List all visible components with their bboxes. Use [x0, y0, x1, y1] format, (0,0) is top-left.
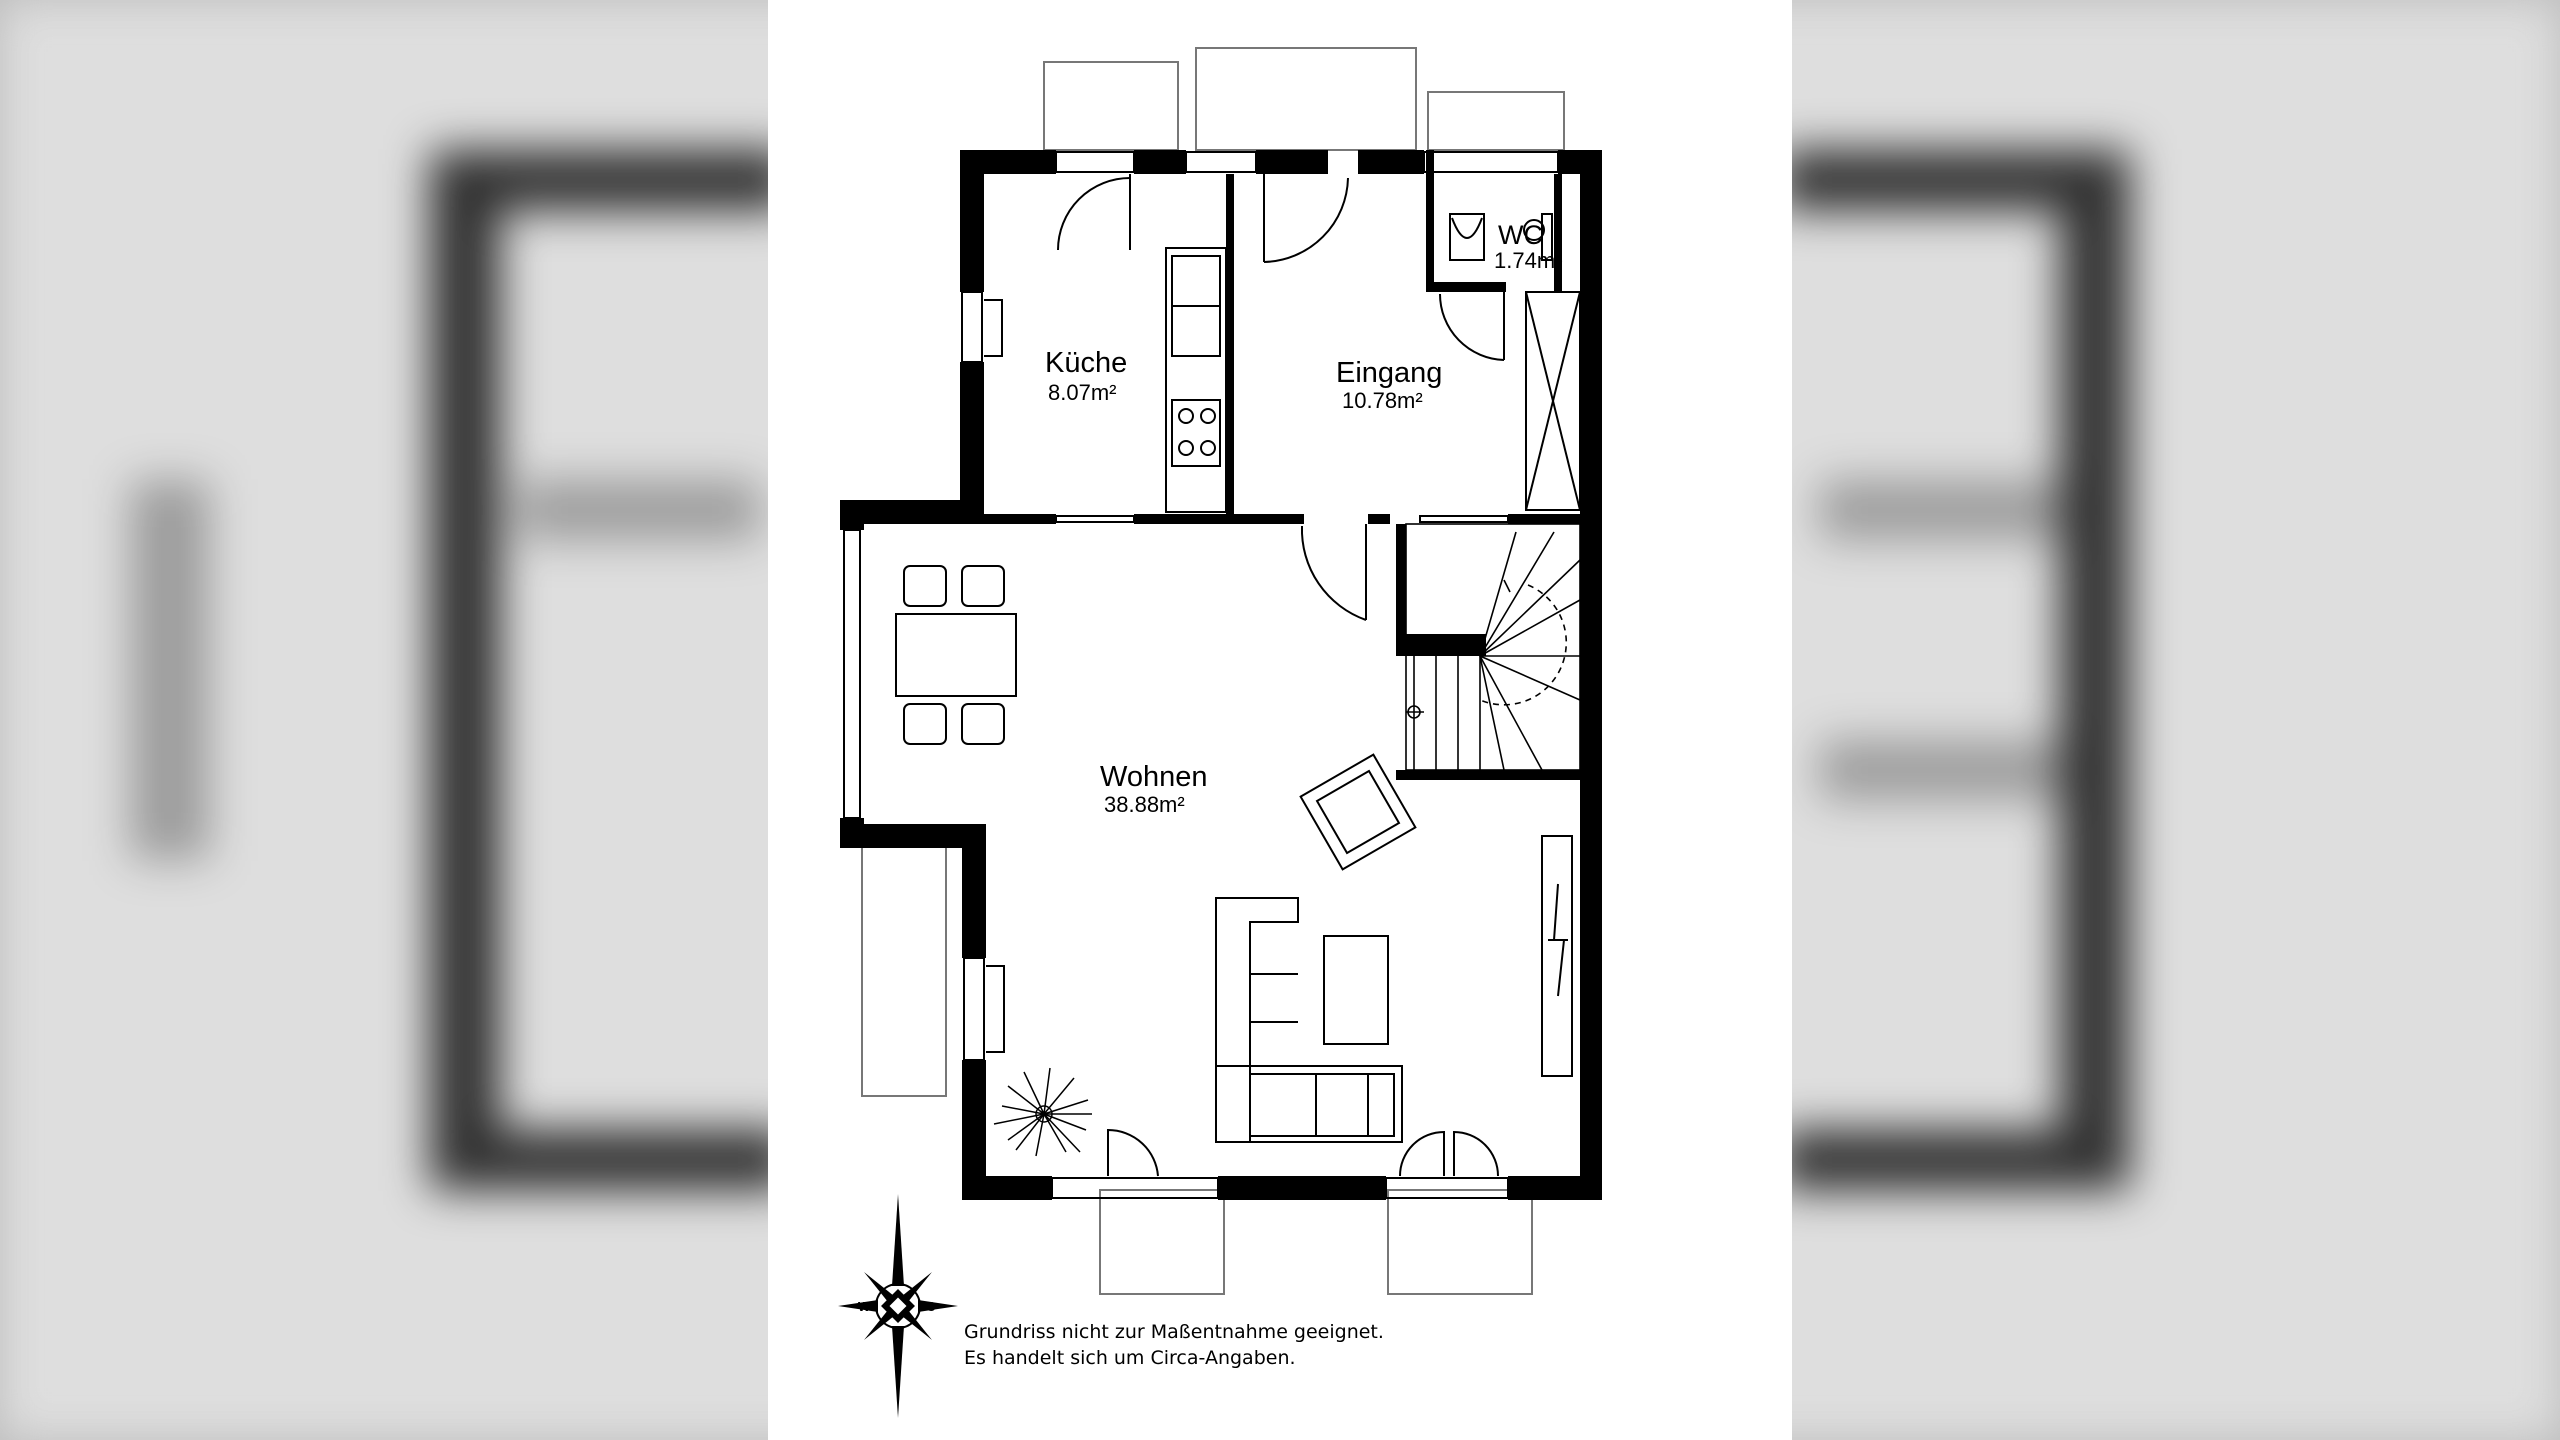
room-area-wohnen: 38.88m²	[1104, 792, 1185, 817]
room-label-wohnen: Wohnen	[1100, 761, 1208, 793]
armchair	[1299, 753, 1417, 871]
compass-east: O	[926, 1299, 936, 1314]
room-label-kueche: Küche	[1045, 347, 1127, 379]
floor-plan: Küche 8.07m² Eingang 10.78m² WC 1.74m² W…	[838, 47, 1602, 1418]
room-area-eingang: 10.78m²	[1342, 388, 1423, 413]
wc-fixtures	[1449, 213, 1553, 261]
compass-rose: N S W O	[838, 1194, 958, 1418]
coffee-table	[1323, 935, 1389, 1045]
room-area-kueche: 8.07m²	[1048, 380, 1116, 405]
room-label-eingang: Eingang	[1336, 357, 1442, 389]
disclaimer-line-2: Es handelt sich um Circa-Angaben.	[964, 1347, 1296, 1369]
wardrobe	[1525, 291, 1581, 511]
compass-west: W	[858, 1299, 871, 1314]
room-label-wc: WC	[1498, 220, 1543, 250]
dining-set	[895, 565, 1017, 745]
plant	[993, 1067, 1092, 1157]
compass-south: S	[894, 1332, 903, 1347]
compass-north: N	[893, 1268, 902, 1283]
room-area-wc: 1.74m²	[1494, 248, 1562, 273]
floor-plan-sheet: Küche 8.07m² Eingang 10.78m² WC 1.74m² W…	[768, 0, 1792, 1440]
door-swings	[984, 174, 1505, 1177]
kitchen-counter	[1165, 247, 1227, 513]
tv-sideboard	[1541, 835, 1573, 1077]
disclaimer-line-1: Grundriss nicht zur Maßentnahme geeignet…	[964, 1321, 1384, 1343]
windows	[843, 151, 1559, 1199]
staircase	[1405, 523, 1581, 771]
walls	[840, 150, 1602, 1200]
sofa	[1215, 897, 1403, 1143]
